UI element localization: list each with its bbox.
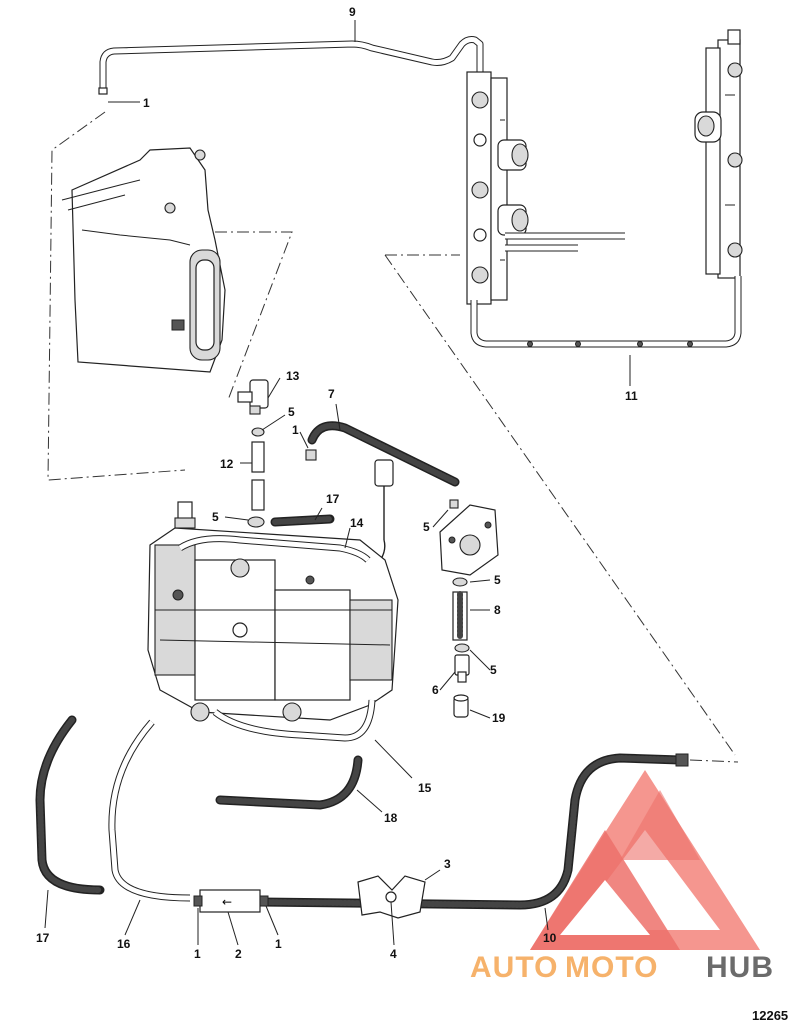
callout-13: 13 (286, 369, 300, 383)
callout-17-top: 17 (326, 492, 340, 506)
arrow-left-icon: ← (222, 895, 232, 909)
tube-11 (470, 276, 742, 348)
callout-19: 19 (492, 711, 506, 725)
callout-3: 3 (444, 857, 451, 871)
clamp-5c (452, 577, 468, 587)
callout-4: 4 (390, 947, 397, 961)
plug-19 (453, 694, 469, 718)
callout-5-b: 5 (212, 510, 219, 524)
watermark-text: AUTO MOTO HUB (470, 951, 774, 984)
callout-15: 15 (418, 781, 432, 795)
watermark-moto: MOTO (565, 951, 658, 984)
callout-1-top: 1 (143, 96, 150, 110)
hose-16 (108, 719, 191, 902)
hose-18 (215, 755, 363, 810)
clamp-5d (454, 643, 470, 653)
clamp-block-4 (357, 875, 426, 919)
rail-crossover-pipes (505, 232, 625, 252)
fuel-pump-small (439, 499, 499, 576)
callout-17-bottom: 17 (36, 931, 50, 945)
callout-5-d: 5 (494, 573, 501, 587)
callout-6: 6 (432, 683, 439, 697)
fitting-1-mid (305, 449, 317, 461)
callout-2: 2 (235, 947, 242, 961)
callout-5-a: 5 (288, 405, 295, 419)
hose-12 (251, 441, 265, 511)
hose-7 (307, 421, 460, 487)
inline-filter-2: ← (193, 889, 269, 913)
vapor-separator-housing (61, 147, 226, 373)
watermark-auto: AUTO (470, 951, 558, 984)
callout-labels: 9 1 13 7 5 1 12 17 5 14 5 5 8 5 6 19 11 … (36, 5, 638, 961)
watermark-hub: HUB (706, 951, 774, 984)
callout-18: 18 (384, 811, 398, 825)
fuel-rail-left (466, 71, 529, 305)
callout-11: 11 (625, 389, 638, 403)
callout-1-bottom-left: 1 (194, 947, 201, 961)
leader-lines (47, 111, 739, 763)
callout-5-c: 5 (423, 520, 430, 534)
callout-5-e: 5 (490, 663, 497, 677)
callout-16: 16 (117, 937, 131, 951)
figure-number: 12265 (752, 1008, 788, 1023)
callout-1-mid: 1 (292, 423, 299, 437)
filter-8 (452, 591, 468, 641)
callout-12: 12 (220, 457, 234, 471)
callout-9: 9 (349, 5, 356, 19)
hose-17-short (270, 514, 335, 527)
callout-8: 8 (494, 603, 501, 617)
clamp-5b (247, 516, 265, 528)
fuel-line-10 (255, 753, 689, 910)
callout-1-bottom-right: 1 (275, 937, 282, 951)
callout-10: 10 (543, 931, 557, 945)
callout-14: 14 (350, 516, 364, 530)
fuel-supply-module (147, 501, 399, 742)
callout-leaders (44, 20, 631, 946)
hose-17-long (35, 715, 105, 895)
fuel-rail-right (694, 29, 743, 279)
callout-7: 7 (328, 387, 335, 401)
elbow-fitting-13 (237, 379, 269, 415)
tube-9 (98, 36, 484, 95)
watermark-logo (530, 770, 760, 950)
clamp-5a (251, 427, 265, 437)
fitting-6 (454, 654, 470, 683)
